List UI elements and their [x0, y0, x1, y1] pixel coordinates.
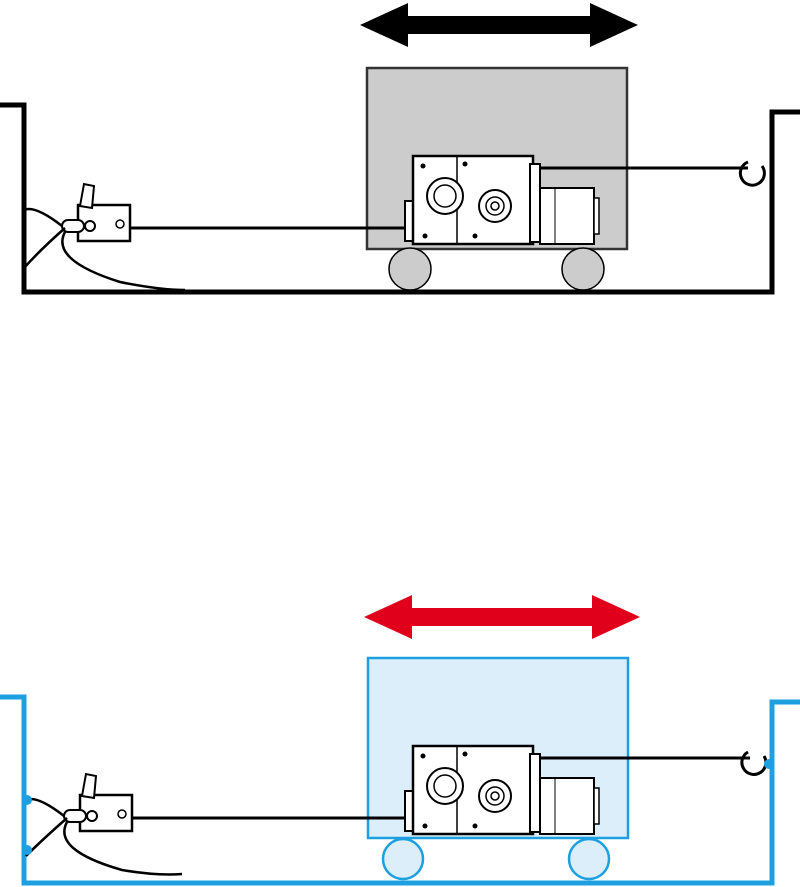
cart-wheel-left — [388, 247, 432, 291]
double-arrow-icon — [360, 3, 638, 47]
cart-wheel-right — [567, 837, 611, 881]
double-arrow-icon — [364, 595, 640, 639]
hook-anchor — [764, 759, 774, 769]
gear-motor-icon — [404, 154, 600, 246]
wall-anchor — [22, 795, 32, 805]
hook-icon — [738, 160, 766, 187]
rail-outline — [0, 694, 800, 886]
scene-bottom — [0, 595, 800, 886]
hand-switch-icon — [25, 772, 183, 876]
wall-anchor — [22, 845, 32, 855]
gear-motor-icon — [404, 744, 600, 836]
scene-top — [0, 3, 800, 295]
hook-icon — [740, 750, 768, 776]
cart-wheel-left — [381, 837, 425, 881]
hand-switch-icon — [23, 182, 186, 292]
rail-outline — [0, 102, 800, 295]
cart-wheel-right — [561, 247, 605, 291]
